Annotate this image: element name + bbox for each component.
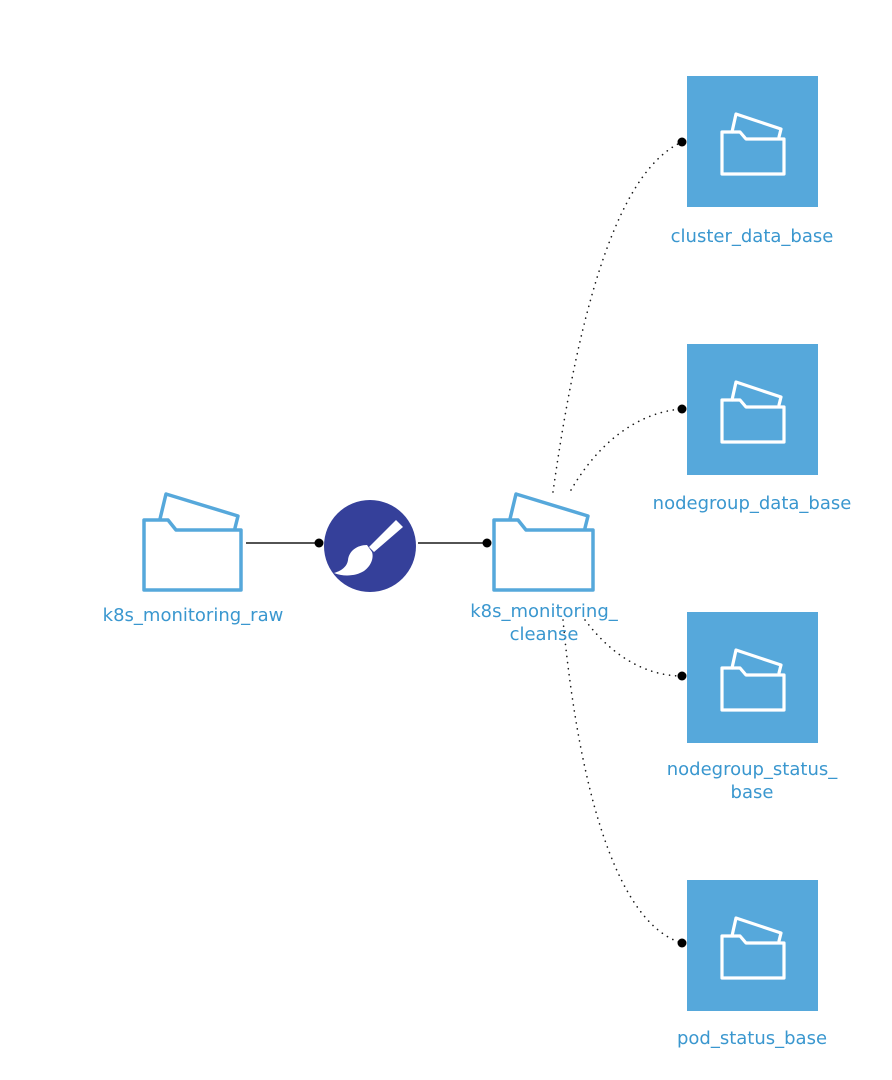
pipeline-edge-ports — [314, 538, 492, 548]
dataset-node-output-3[interactable] — [687, 880, 818, 1011]
label-line-2: base — [730, 782, 774, 803]
port-dot — [677, 404, 687, 414]
port-dot — [677, 137, 687, 147]
output-dataset-label[interactable]: cluster_data_base — [642, 225, 862, 248]
dataset-tile — [687, 76, 818, 207]
dataset-node-intermediate[interactable] — [492, 492, 595, 592]
output-dataset-label[interactable]: nodegroup_data_base — [642, 492, 862, 515]
dataset-tile — [687, 612, 818, 743]
output-dataset-label[interactable]: nodegroup_status_ base — [642, 758, 862, 804]
dataset-node-output-0[interactable] — [687, 76, 818, 207]
edge-to-cluster-data-base — [552, 141, 683, 493]
port-dot — [482, 538, 492, 548]
folder-icon — [142, 492, 243, 592]
output-edges — [552, 141, 683, 944]
intermediate-dataset-label[interactable]: k8s_monitoring_ cleanse — [444, 600, 644, 646]
label-line-1: nodegroup_status_ — [666, 759, 838, 780]
dataset-node-output-1[interactable] — [687, 344, 818, 475]
edge-to-nodegroup-data-base — [570, 408, 683, 491]
dataset-tile — [687, 880, 818, 1011]
port-dot — [677, 671, 687, 681]
label-line-1: cluster_data_base — [670, 226, 834, 247]
source-dataset-label[interactable]: k8s_monitoring_raw — [83, 604, 303, 627]
folder-icon — [720, 916, 786, 980]
folder-icon — [492, 492, 595, 592]
label-line-2: cleanse — [509, 624, 579, 645]
dataset-node-output-2[interactable] — [687, 612, 818, 743]
folder-icon — [720, 648, 786, 712]
dataset-tile — [687, 344, 818, 475]
recipe-node-clean[interactable] — [324, 500, 416, 592]
label-line: k8s_monitoring_raw — [102, 605, 284, 626]
label-line-1: pod_status_base — [676, 1028, 828, 1049]
folder-icon — [720, 380, 786, 444]
label-line-1: nodegroup_data_base — [652, 493, 852, 514]
label-line-1: k8s_monitoring_ — [470, 601, 618, 622]
port-dot — [677, 938, 687, 948]
output-edge-ports — [677, 137, 687, 948]
folder-icon — [720, 112, 786, 176]
brush-icon — [334, 520, 403, 576]
output-dataset-label[interactable]: pod_status_base — [642, 1027, 862, 1050]
dataset-node-source[interactable] — [142, 492, 243, 592]
port-dot — [314, 538, 324, 548]
